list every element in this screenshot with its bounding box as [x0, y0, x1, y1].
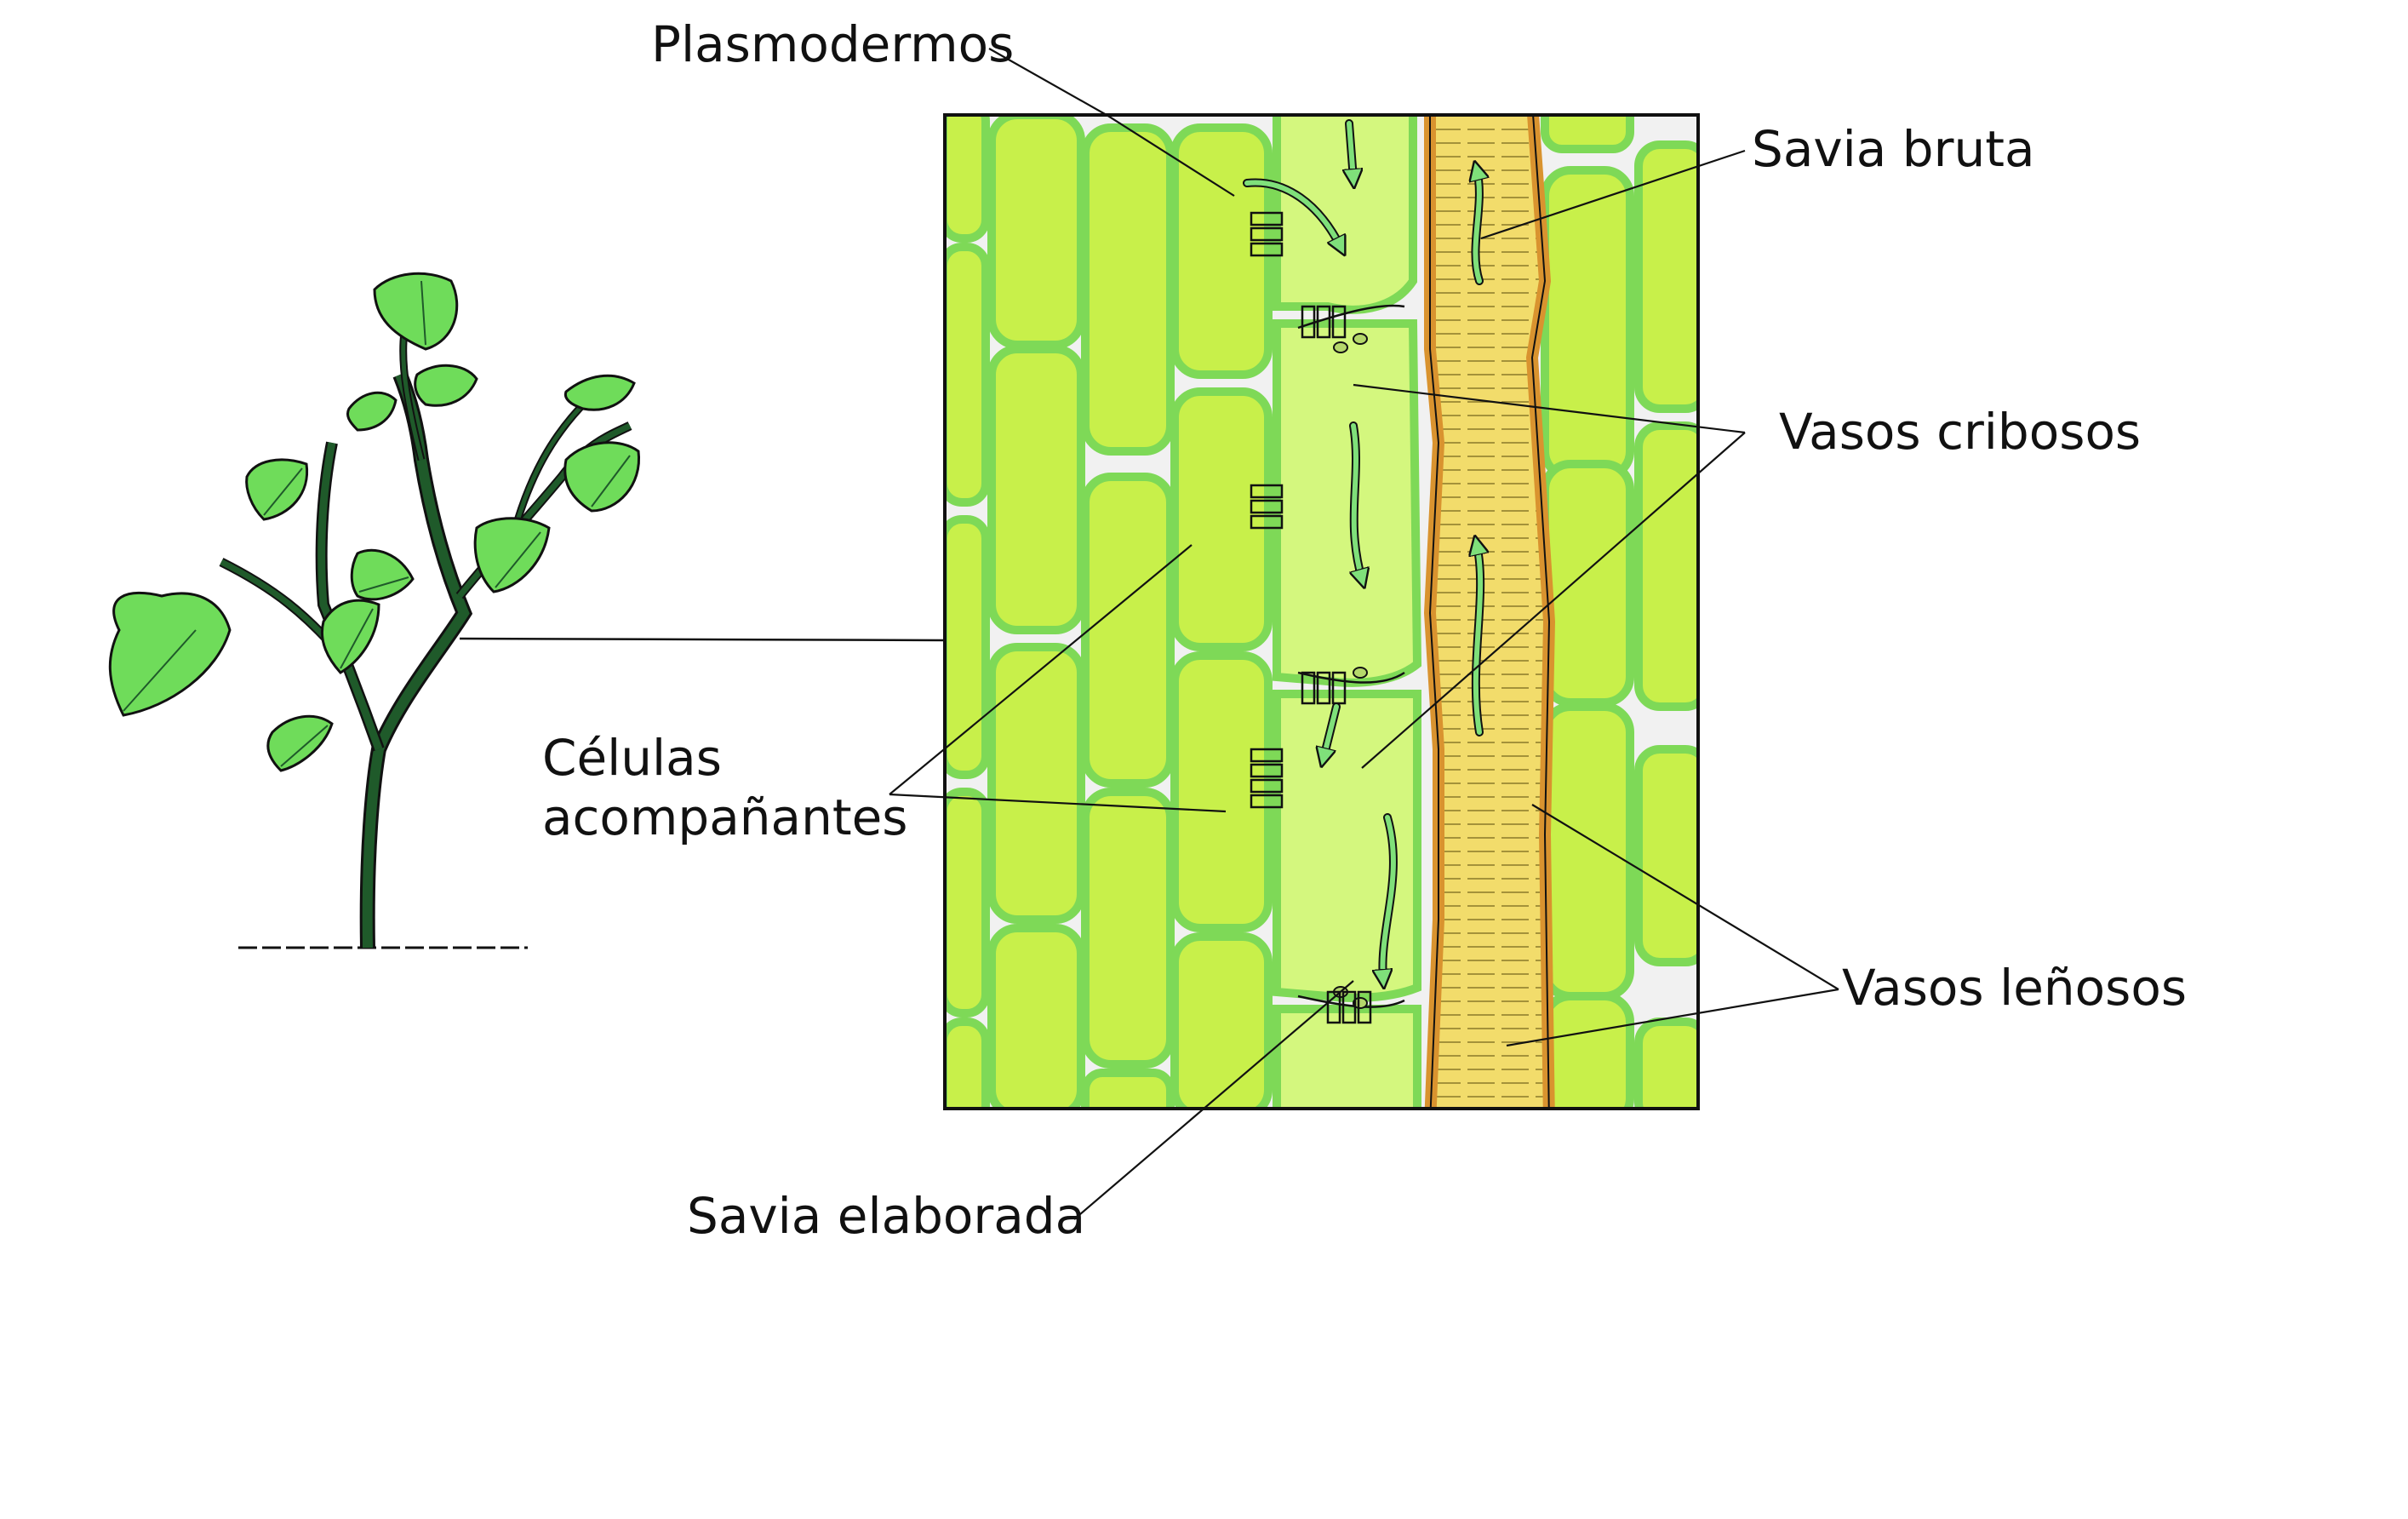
label-plasmodermos: Plasmodermos — [651, 15, 1014, 73]
label-celulas-line2: acompañantes — [542, 788, 907, 846]
tissue-section — [943, 113, 1700, 1110]
label-vasos-lenosos: Vasos leñosos — [1842, 959, 2187, 1017]
sap-flow-arrow — [1475, 170, 1479, 284]
plant-illustration — [108, 272, 641, 949]
sap-flow-arrow — [1476, 545, 1480, 735]
sap-flow-arrow — [1324, 704, 1339, 758]
sap-flow-arrow — [1244, 180, 1341, 247]
sap-flow-arrow — [1349, 121, 1353, 179]
sap-flow-arrow — [1353, 423, 1362, 579]
label-celulas-line1: Células — [542, 729, 722, 787]
label-vasos-cribosos: Vasos cribosos — [1779, 403, 2141, 461]
plant-connector-line — [459, 637, 946, 642]
label-savia-elaborada: Savia elaborada — [687, 1187, 1085, 1245]
sap-flow-arrow — [1382, 815, 1396, 979]
label-savia-bruta: Savia bruta — [1752, 120, 2034, 178]
leader-lines — [889, 48, 1839, 1220]
